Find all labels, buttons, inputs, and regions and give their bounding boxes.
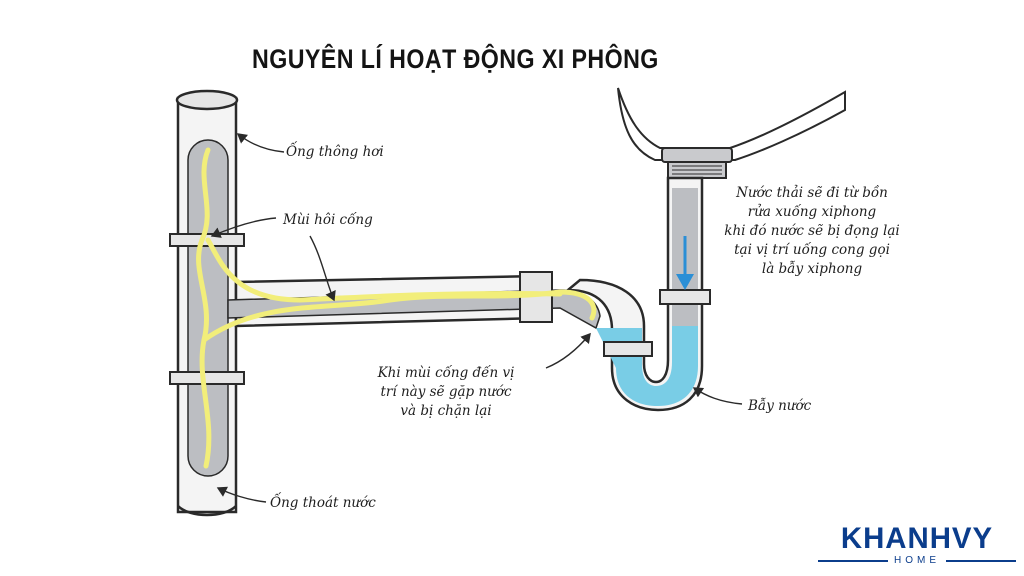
right-block-explanation: Nước thải sẽ đi từ bồn rửa xuống xiphong… [708,184,916,279]
brand-sub: HOME [894,555,940,566]
brand-name: KHANHVY [840,522,994,555]
page-title: NGUYÊN LÍ HOẠT ĐỘNG XI PHÔNG [252,44,659,74]
note-line: trí này sẽ gặp nước [380,384,512,400]
leader-arrow-icon [210,133,743,503]
brand-divider [946,559,1016,562]
right-line: là bẫy xiphong [761,261,863,277]
right-line: tại vị trí uống cong gọi [734,242,890,258]
note-block-blocked-smell: Khi mùi cống đến vị trí này sẽ gặp nước … [362,364,530,421]
sink-basin [617,87,846,179]
note-line: Khi mùi cống đến vị [377,365,515,381]
brand-divider [818,559,888,562]
flow-down-arrow-icon [676,236,694,290]
label-sewer-smell: Mùi hôi cống [283,212,373,228]
sewer-smell-path [196,147,597,469]
u-trap-pipe [564,176,711,412]
note-line: và bị chặn lại [400,403,492,419]
right-line: Nước thải sẽ đi từ bồn [736,185,888,201]
right-line: khi đó nước sẽ bị đọng lại [724,223,900,239]
label-vent-pipe: Ống thông hơi [286,144,384,160]
label-water-trap: Bẫy nước [748,398,812,414]
label-drain-pipe: Ống thoát nước [270,495,376,511]
right-line: rửa xuống xiphong [747,204,877,220]
brand-sub-row: HOME [818,555,1016,566]
brand-logo: KHANHVY HOME [818,524,1016,568]
